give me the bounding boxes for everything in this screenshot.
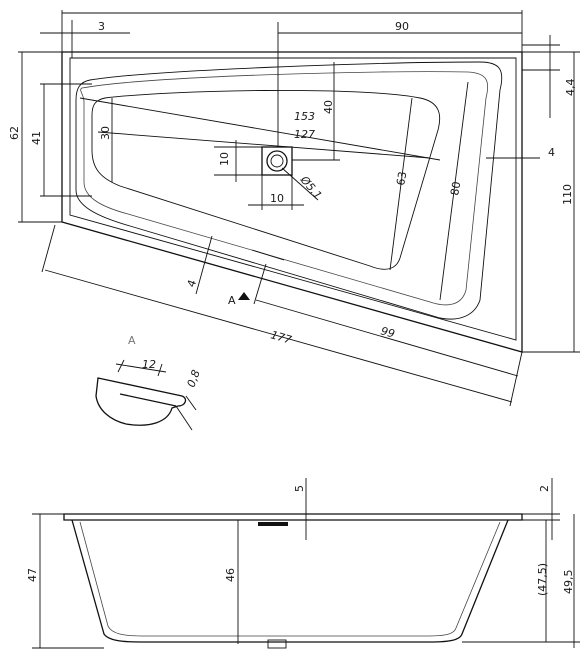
detail-a-thickness: 0,8 — [185, 368, 203, 389]
dim-lower-right-99: 99 — [379, 324, 396, 340]
dim-height-total: 110 — [561, 184, 574, 205]
dim-offset-left: 3 — [98, 20, 105, 33]
dim-height-left-outer: 62 — [8, 126, 21, 140]
side-drain — [267, 639, 287, 649]
dim-drain-to-top: 40 — [322, 100, 335, 114]
detail-a-profile — [95, 377, 187, 426]
dim-side-rim: 5 — [293, 485, 306, 492]
basin-inner-contour — [91, 89, 441, 270]
detail-a: A 12 0,8 — [95, 334, 203, 431]
drain-circle — [266, 150, 288, 172]
section-marker-a: A — [228, 294, 236, 307]
side-view: 47 46 5 2 (47,5) 49,5 — [26, 478, 580, 649]
side-overflow — [258, 522, 288, 526]
basin-secondary-contour — [80, 71, 489, 306]
tub-rim-line — [69, 57, 517, 341]
dim-side-inner-depth: 46 — [224, 568, 237, 582]
dim-length-153: 153 — [294, 110, 315, 123]
dim-height-left-inner: 41 — [30, 131, 43, 145]
drain-square — [261, 146, 293, 176]
detail-a-width: 12 — [142, 358, 156, 371]
top-view: 3 90 4,4 110 62 41 30 153 127 — [8, 10, 580, 407]
dim-width-upper: 90 — [395, 20, 409, 33]
basin-outer-contour — [75, 61, 503, 320]
dim-drain-offset-x: 10 — [270, 192, 284, 205]
dim-drain-offset-y: 10 — [218, 152, 231, 166]
side-body — [71, 519, 509, 643]
dim-bottom-edge-offset: 4 — [185, 278, 200, 289]
side-rim — [63, 513, 523, 521]
dim-basin-outer-right: 80 — [448, 180, 463, 196]
drain-circle-inner — [270, 154, 284, 168]
dim-side-depth-paren: (47,5) — [536, 563, 549, 596]
dim-top-right-margin: 4,4 — [564, 79, 577, 97]
dim-drain-diameter: Ø5,1 — [297, 173, 324, 202]
dim-length-127: 127 — [294, 128, 315, 141]
dim-width-total: 177 — [269, 328, 293, 346]
dim-side-rim-right: 2 — [538, 485, 551, 492]
detail-a-title: A — [128, 334, 136, 347]
dim-side-height-left: 47 — [26, 568, 39, 582]
dim-basin-depth-right: 63 — [394, 170, 409, 186]
dim-side-height-right: 49,5 — [562, 570, 575, 595]
dim-right-margin: 4 — [548, 146, 555, 159]
